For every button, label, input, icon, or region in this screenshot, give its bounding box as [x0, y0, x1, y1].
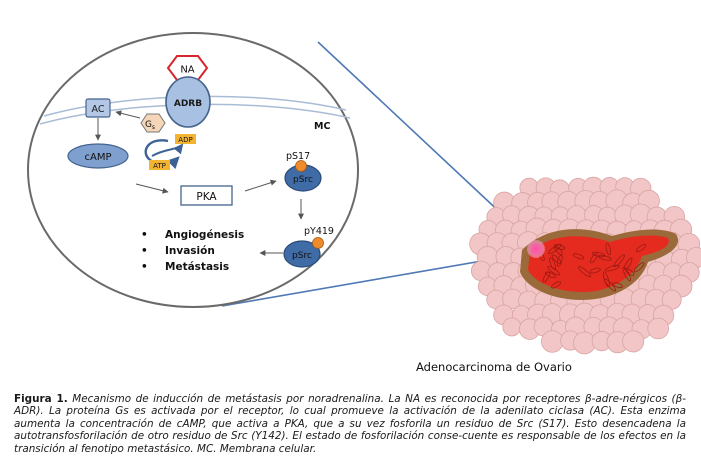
tumor-cell	[548, 244, 562, 254]
py419-label: pY419	[304, 226, 334, 237]
adp-tag: ADP	[175, 134, 196, 144]
psrc-top-node: pSrc	[284, 160, 322, 192]
gs-protein: Gs	[140, 113, 166, 133]
arrow-pka-to-psrc	[244, 179, 277, 192]
tumor-cell	[622, 266, 631, 282]
effect-bullet: •	[141, 245, 148, 257]
tumor-cell	[605, 242, 611, 256]
svg-text:cAMP: cAMP	[85, 152, 112, 163]
ac-node: AC	[85, 98, 111, 118]
ps17-label: pS17	[286, 151, 310, 162]
tumor-cell	[556, 254, 563, 267]
psrc-bottom-node: pSrc	[283, 237, 324, 268]
camp-node: cAMP	[67, 143, 129, 169]
svg-text:PKA: PKA	[196, 191, 217, 203]
svg-text:ADP: ADP	[178, 136, 192, 144]
tumor-cell	[577, 266, 591, 278]
svg-text:pSrc: pSrc	[292, 251, 312, 261]
zoom-hotspot	[527, 240, 545, 258]
arrow-gs-to-ac	[115, 110, 141, 119]
effects-list: • Angiogénesis • Invasión • Metástasis	[141, 229, 244, 273]
tumor-cell	[545, 271, 556, 279]
adrb-receptor: ADRB	[165, 76, 211, 128]
tumor-cell	[635, 243, 647, 253]
tumor-cell	[604, 278, 617, 292]
tumor-caption: Adenocarcinoma de Ovario	[416, 360, 572, 374]
phospho-site-s17	[295, 160, 307, 172]
tumor-cell	[589, 267, 601, 274]
tumor-cell	[625, 268, 635, 276]
effect-invasion: Invasión	[165, 245, 215, 257]
effect-bullet: •	[141, 261, 148, 273]
svg-text:Gs: Gs	[145, 120, 155, 131]
phospho-site-y419	[312, 237, 324, 249]
ovarian-tumor-illustration	[469, 176, 701, 355]
svg-text:ADRB: ADRB	[174, 99, 202, 109]
tumor-cell	[591, 251, 606, 258]
mechanism-diagram: MC NA ADRB Gs AC ADP ATP cAMP P	[27, 32, 701, 374]
figure-caption: Figura 1. Mecanismo de inducción de metá…	[14, 393, 686, 455]
tumor-cell	[613, 254, 625, 267]
tissue-cell	[647, 317, 669, 340]
effect-bullet: •	[141, 229, 148, 241]
tumor-cell	[551, 281, 562, 289]
tumor-cell	[547, 266, 560, 276]
mc-label: MC	[314, 121, 330, 132]
arrow-camp-to-pka	[135, 183, 169, 194]
tumor-cell	[612, 282, 623, 288]
atp-tag: ATP	[149, 160, 170, 170]
tumor-cell	[573, 253, 585, 260]
caption-text: Mecanismo de inducción de metástasis por…	[14, 393, 686, 455]
effect-metastasis: Metástasis	[165, 261, 229, 273]
tissue-cell	[622, 330, 645, 353]
tumor-cell	[551, 254, 562, 264]
svg-text:pSrc: pSrc	[293, 175, 313, 185]
tissue-cell	[502, 317, 522, 337]
figure-label: Figura 1.	[14, 393, 68, 405]
tissue-cell	[541, 330, 564, 353]
svg-text:ATP: ATP	[153, 162, 166, 170]
atp-adp-cycle-arrow-2	[151, 143, 184, 157]
svg-text:NA: NA	[180, 65, 194, 76]
tumor-cell	[633, 262, 645, 273]
tumor-cell	[605, 264, 620, 272]
tumor-cell	[589, 253, 598, 264]
tumor-cell	[623, 257, 633, 270]
svg-text:AC: AC	[92, 104, 105, 115]
pka-node: PKA	[180, 185, 233, 206]
effect-angiogenesis: Angiogénesis	[165, 229, 244, 241]
